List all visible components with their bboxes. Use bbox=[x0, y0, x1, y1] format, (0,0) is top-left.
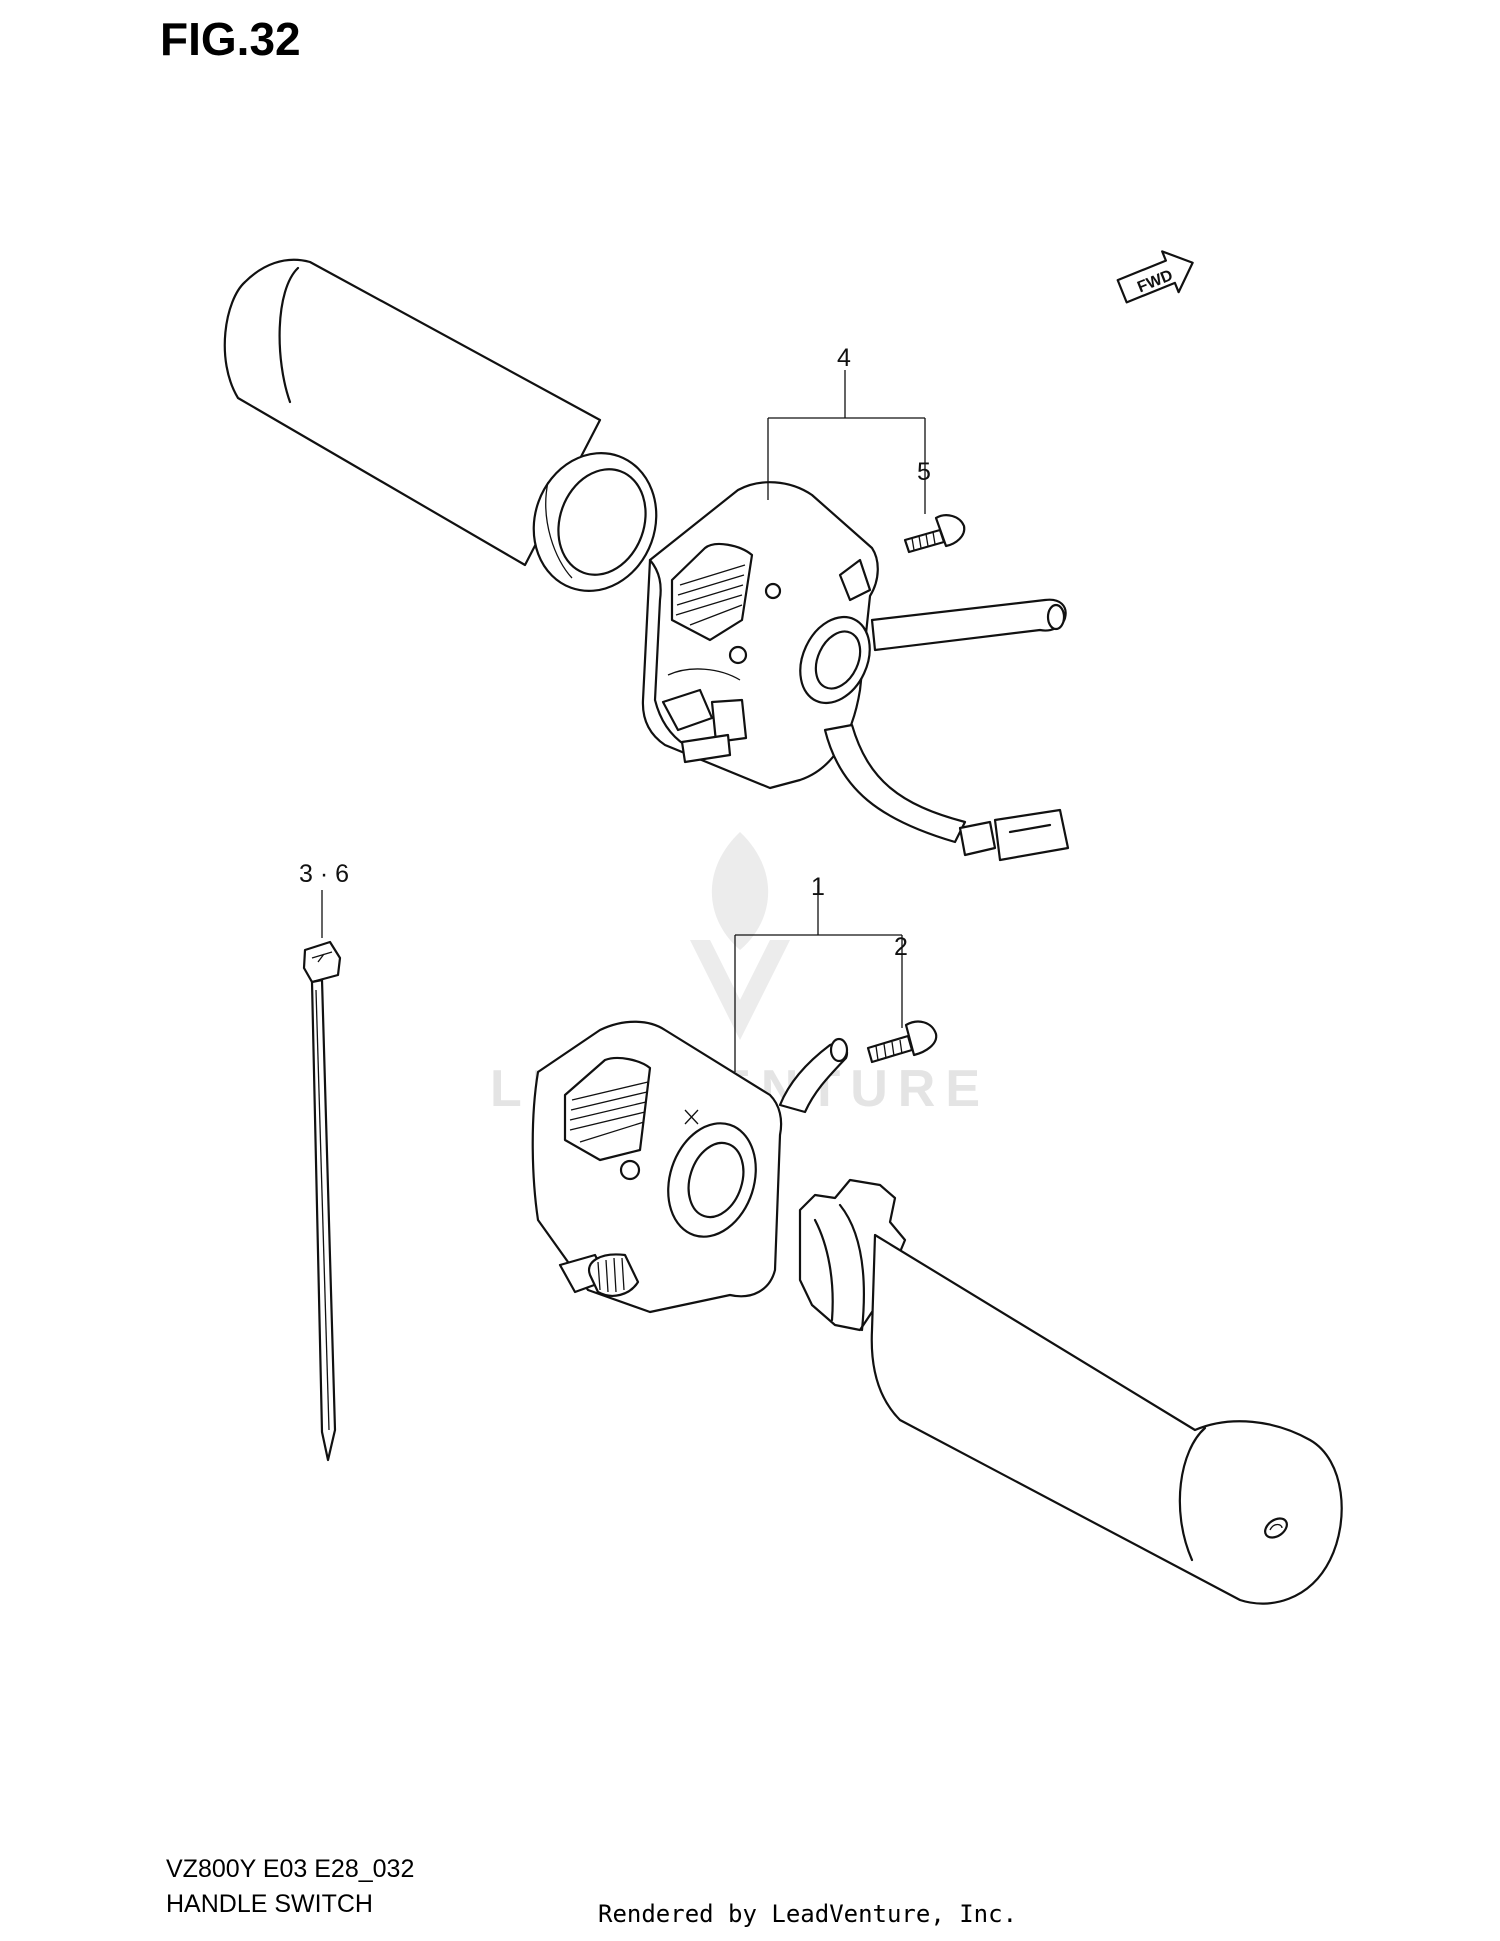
screw-5 bbox=[903, 514, 966, 554]
left-handlebar-grip bbox=[223, 258, 658, 593]
callout-2: 2 bbox=[894, 933, 908, 961]
render-credit: Rendered by LeadVenture, Inc. bbox=[598, 1900, 1018, 1928]
diagram-subtitle: HANDLE SWITCH bbox=[166, 1890, 373, 1918]
fwd-direction-arrow: FWD bbox=[1116, 250, 1194, 304]
callout-3-6: 3 · 6 bbox=[299, 860, 349, 888]
left-switch-cables bbox=[823, 598, 1070, 862]
callout-leaders bbox=[321, 370, 926, 1072]
screw-2 bbox=[866, 1020, 938, 1064]
left-switch-housing bbox=[641, 481, 879, 790]
right-switch-housing bbox=[531, 1020, 849, 1314]
right-throttle-grip bbox=[798, 1178, 1343, 1605]
figure-title: FIG.32 bbox=[160, 13, 301, 65]
callout-4: 4 bbox=[837, 344, 851, 372]
cable-tie bbox=[302, 940, 342, 1462]
callout-5: 5 bbox=[917, 458, 931, 486]
callout-1: 1 bbox=[811, 873, 825, 901]
model-code: VZ800Y E03 E28_032 bbox=[166, 1855, 415, 1883]
